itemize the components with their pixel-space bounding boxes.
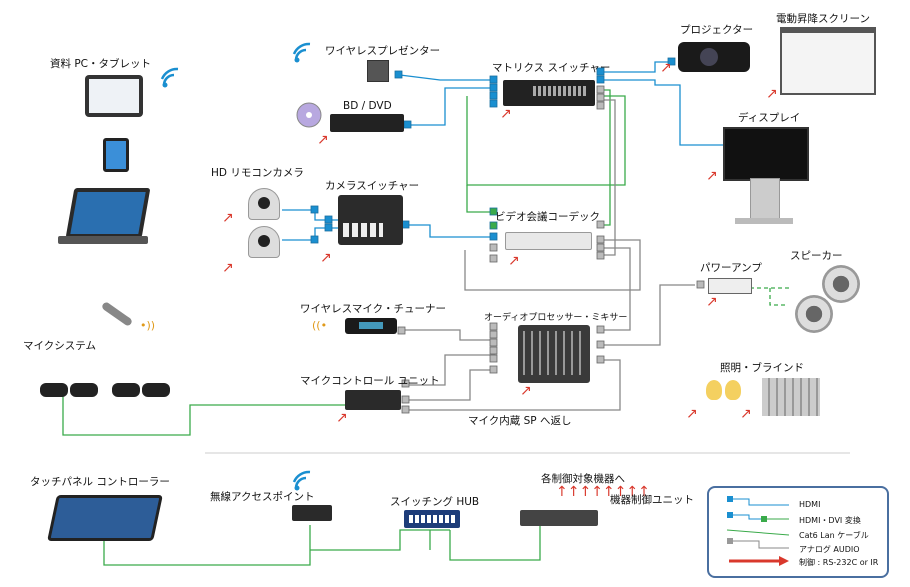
laptop-device [65, 188, 151, 238]
label-display: ディスプレイ [738, 112, 801, 124]
wireless-tuner-device [345, 318, 397, 334]
label-touch-panel: タッチパネル コントローラー [30, 476, 170, 488]
legend-lines [726, 496, 790, 566]
projector-device [678, 42, 750, 72]
wifi-icon [160, 67, 179, 88]
legend-lan: Cat6 Lan ケーブル [799, 531, 869, 540]
control-arrow-icon: ↗ [320, 250, 332, 266]
speaker-device [795, 295, 833, 333]
blinds-device [762, 378, 820, 416]
smartphone-device [103, 138, 129, 172]
label-hd-camera: HD リモコンカメラ [211, 167, 304, 179]
laptop-base [58, 236, 148, 244]
label-camera-switcher: カメラスイッチャー [325, 180, 420, 192]
mic-control-device [345, 390, 401, 410]
control-arrow-icon: ↗ [317, 132, 329, 148]
label-speaker: スピーカー [790, 250, 843, 262]
conference-mic [112, 383, 140, 397]
legend-control: 制御 : RS-232C or IR [799, 558, 879, 567]
wifi-icon [292, 42, 311, 63]
label-control-targets: 各制御対象機器へ [541, 473, 625, 485]
matrix-switcher-device [503, 80, 595, 106]
screen-device [780, 27, 876, 95]
control-arrow-icon: ↗ [686, 406, 698, 422]
disc-icon [296, 102, 322, 128]
label-projector: プロジェクター [680, 24, 754, 36]
control-arrow-icon: ↗ [500, 106, 512, 122]
label-mic-system: マイクシステム [23, 340, 96, 352]
label-wireless-ap: 無線アクセスポイント [210, 491, 315, 503]
control-arrow-icon: ↗ [706, 168, 718, 184]
bd-player-device [330, 114, 404, 132]
hub-device [404, 510, 460, 528]
camera-device [248, 188, 280, 220]
power-amp-device [708, 278, 752, 294]
control-arrow-icon: ↗ [508, 253, 520, 269]
label-video-codec: ビデオ会議コーデック [495, 211, 600, 223]
control-arrow-icon: ↗ [222, 210, 234, 226]
label-switching-hub: スイッチング HUB [390, 496, 480, 508]
label-power-amp: パワーアンプ [700, 262, 762, 274]
label-wireless-presenter: ワイヤレスプレゼンター [325, 45, 441, 57]
label-lighting-blinds: 照明・ブラインド [720, 362, 804, 374]
conference-mic [40, 383, 68, 397]
speaker-device [822, 265, 860, 303]
label-wireless-mic-tuner: ワイヤレスマイク・チューナー [300, 303, 446, 315]
label-mic-control: マイクコントロール ユニット [300, 375, 440, 387]
label-bd-dvd: BD / DVD [343, 100, 392, 112]
display-stand [750, 178, 780, 220]
light-bulb [725, 380, 741, 400]
legend: HDMI HDMI・DVI 変換 Cat6 Lan ケーブル アナログ AUDI… [707, 486, 889, 578]
touch-panel-device [47, 495, 163, 541]
control-arrows: ↑↑↑↑↑↑↑↑ [556, 484, 650, 500]
control-arrow-icon: ↗ [222, 260, 234, 276]
tablet-device [85, 75, 143, 117]
control-arrow-icon: ↗ [740, 406, 752, 422]
legend-analog-audio: アナログ AUDIO [799, 545, 860, 554]
label-audio-processor: オーディオプロセッサー・ミキサー [484, 313, 628, 323]
label-mic-sp-return: マイク内蔵 SP へ返し [468, 415, 572, 427]
control-arrow-icon: ↗ [766, 86, 778, 102]
access-point-device [292, 505, 332, 521]
camera-device [248, 226, 280, 258]
display-stand-base [735, 218, 793, 224]
label-matrix-switcher: マトリクス スイッチャー [492, 62, 611, 74]
label-pc-tablet: 資料 PC・タブレット [50, 58, 152, 70]
legend-hdmi-dvi: HDMI・DVI 変換 [799, 516, 861, 525]
audio-mixer-device [518, 325, 590, 383]
wifi-icon [292, 470, 311, 491]
conference-mic [70, 383, 98, 397]
label-control-unit: 機器制御ユニット [610, 494, 694, 506]
presenter-device [367, 60, 389, 82]
mic-signal-icon: •)) [140, 319, 156, 332]
control-arrow-icon: ↗ [706, 294, 718, 310]
light-bulb [706, 380, 722, 400]
control-arrow-icon: ↗ [336, 410, 348, 426]
label-screen: 電動昇降スクリーン [776, 13, 870, 25]
control-unit-device [520, 510, 598, 526]
camera-switcher-device [338, 195, 403, 245]
display-device [723, 127, 809, 181]
control-arrow-icon: ↗ [660, 60, 672, 76]
legend-hdmi: HDMI [799, 500, 821, 509]
video-codec-device [505, 232, 592, 250]
control-arrow-icon: ↗ [520, 383, 532, 399]
wireless-signal-icon: ((• [312, 319, 328, 332]
conference-mic [142, 383, 170, 397]
